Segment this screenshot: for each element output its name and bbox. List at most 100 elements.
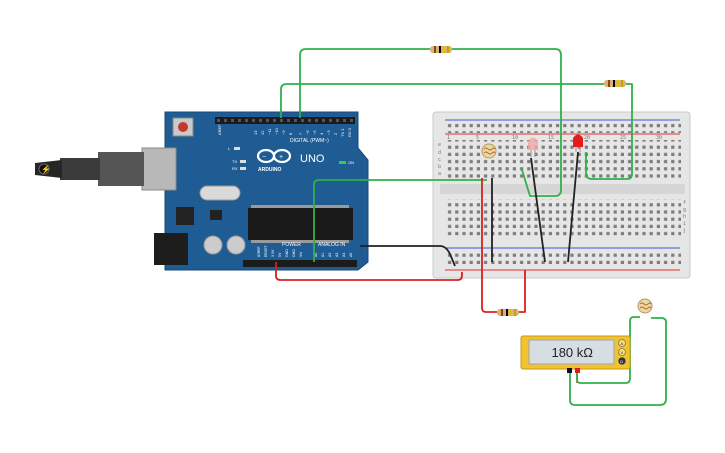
pin-label: 7 (298, 132, 303, 135)
pin-label: IOREF (257, 246, 261, 257)
led-red[interactable] (573, 134, 583, 153)
wire-green-pin7-to-resistor[interactable] (299, 48, 430, 118)
multimeter-reading: 180 kΩ (551, 345, 593, 360)
breadboard: e d c b a f g h i j 1 5 10 15 20 25 30 (432, 111, 691, 279)
pin-label: ~10 (274, 127, 279, 135)
probe-red[interactable] (575, 368, 580, 373)
probe-black[interactable] (567, 368, 572, 373)
wire-green-pin8-to-resistor[interactable] (280, 83, 604, 118)
row-letter: f (683, 200, 686, 206)
column-number: 10 (512, 135, 518, 141)
pin-label: 3.3V (271, 249, 275, 257)
row-letter: i (683, 221, 686, 227)
pin-label: AREF (217, 124, 222, 135)
row-letter: h (683, 214, 686, 220)
on-label: ON (348, 160, 354, 165)
l-led (234, 147, 240, 150)
wire-red-resistor-to-rail[interactable] (519, 270, 526, 313)
wire-green-resistor-to-led[interactable] (452, 48, 562, 197)
pin-label: A4 (342, 253, 346, 257)
pin-label: RESET (264, 244, 268, 257)
dc-power-jack (154, 233, 188, 265)
pin-label: RX 0 (347, 127, 352, 137)
power-on-led (339, 161, 346, 164)
pin-label: A2 (328, 253, 332, 257)
photoresistor-external[interactable] (637, 298, 653, 314)
pin-label: 8 (288, 132, 293, 135)
bottom-terminal-strip (445, 199, 681, 237)
tx-label: TX (232, 159, 237, 164)
row-letter: b (438, 164, 441, 170)
resistor-3[interactable] (497, 309, 519, 316)
terminal-ohm[interactable] (618, 357, 626, 365)
top-power-rail (445, 121, 681, 133)
pin-label: A0 (314, 253, 318, 257)
pin-label: GND (285, 249, 289, 257)
wire-red-5v-to-rail[interactable] (275, 262, 463, 281)
column-number: 5 (476, 135, 479, 141)
column-number: 30 (656, 135, 662, 141)
svg-text:+: + (279, 154, 283, 161)
svg-text:−: − (262, 154, 266, 161)
top-terminal-strip (445, 140, 681, 178)
wire-black-led-to-gnd[interactable] (530, 157, 546, 263)
pin-label: 13 (253, 130, 258, 135)
terminal-label: A (621, 341, 624, 346)
row-letter: a (438, 171, 441, 177)
digital-pin-header[interactable] (215, 117, 355, 124)
resistor-1[interactable] (430, 46, 452, 53)
usb-cable-plug[interactable] (98, 152, 144, 186)
multimeter[interactable]: 180 kΩ A V Ω (520, 335, 631, 373)
pin-label: Vin (299, 252, 303, 257)
row-letter: j (683, 228, 686, 234)
pin-label: 4 (319, 132, 324, 135)
power-header-label: POWER (282, 242, 301, 248)
bottom-power-rail (445, 252, 681, 266)
wire-black-red-led-to-gnd[interactable] (567, 151, 579, 263)
led-off[interactable] (528, 137, 538, 158)
column-number: 15 (548, 135, 554, 141)
wire-green-a0-to-breadboard[interactable] (313, 179, 487, 262)
terminal-label: V (621, 350, 624, 355)
wire-red-photoresistor-to-resistor[interactable] (481, 178, 497, 313)
row-letter: c (438, 157, 441, 163)
usb-power-icon: ⚡ (41, 164, 51, 174)
pin-label: ~5 (312, 130, 317, 135)
row-letter: d (438, 150, 441, 156)
wire-green-meter-to-photoresistor-2[interactable] (576, 316, 640, 384)
arduino-brand: ARDUINO (258, 167, 281, 173)
pin-label: 2 (333, 132, 338, 135)
crystal-oscillator (199, 185, 241, 201)
pin-label: ~9 (281, 130, 286, 135)
row-letter: g (683, 207, 686, 213)
analog-pin-header[interactable] (312, 260, 357, 267)
pin-label: 12 (260, 130, 265, 135)
analog-header-label: ANALOG IN (318, 242, 346, 248)
photoresistor[interactable] (481, 143, 497, 159)
wire-green-meter-to-photoresistor[interactable] (569, 317, 667, 406)
power-pin-header[interactable] (243, 260, 283, 267)
multimeter-display (528, 339, 615, 365)
arduino-logo: − + (256, 148, 292, 164)
capacitor-2 (226, 235, 246, 255)
l-label: L (228, 146, 231, 151)
pin-label: A1 (321, 253, 325, 257)
usb-port (141, 147, 177, 191)
center-channel (440, 184, 685, 194)
wire-green-resistor-to-red-led[interactable] (585, 83, 633, 180)
resistor-2[interactable] (604, 80, 626, 87)
wire-black-gnd-to-rail[interactable] (360, 245, 456, 267)
atmega-chip (248, 208, 353, 240)
row-letter: e (438, 142, 441, 148)
pin-label: A3 (335, 253, 339, 257)
arduino-uno-board[interactable]: ⚡ (35, 111, 369, 271)
terminal-a[interactable] (618, 339, 626, 347)
pin-label: ~3 (326, 130, 331, 135)
digital-header-label: DIGITAL (PWM~) (290, 138, 329, 144)
terminal-v[interactable] (618, 348, 626, 356)
voltage-regulator (176, 207, 194, 225)
column-number: 25 (620, 135, 626, 141)
arduino-model: UNO (300, 153, 325, 165)
